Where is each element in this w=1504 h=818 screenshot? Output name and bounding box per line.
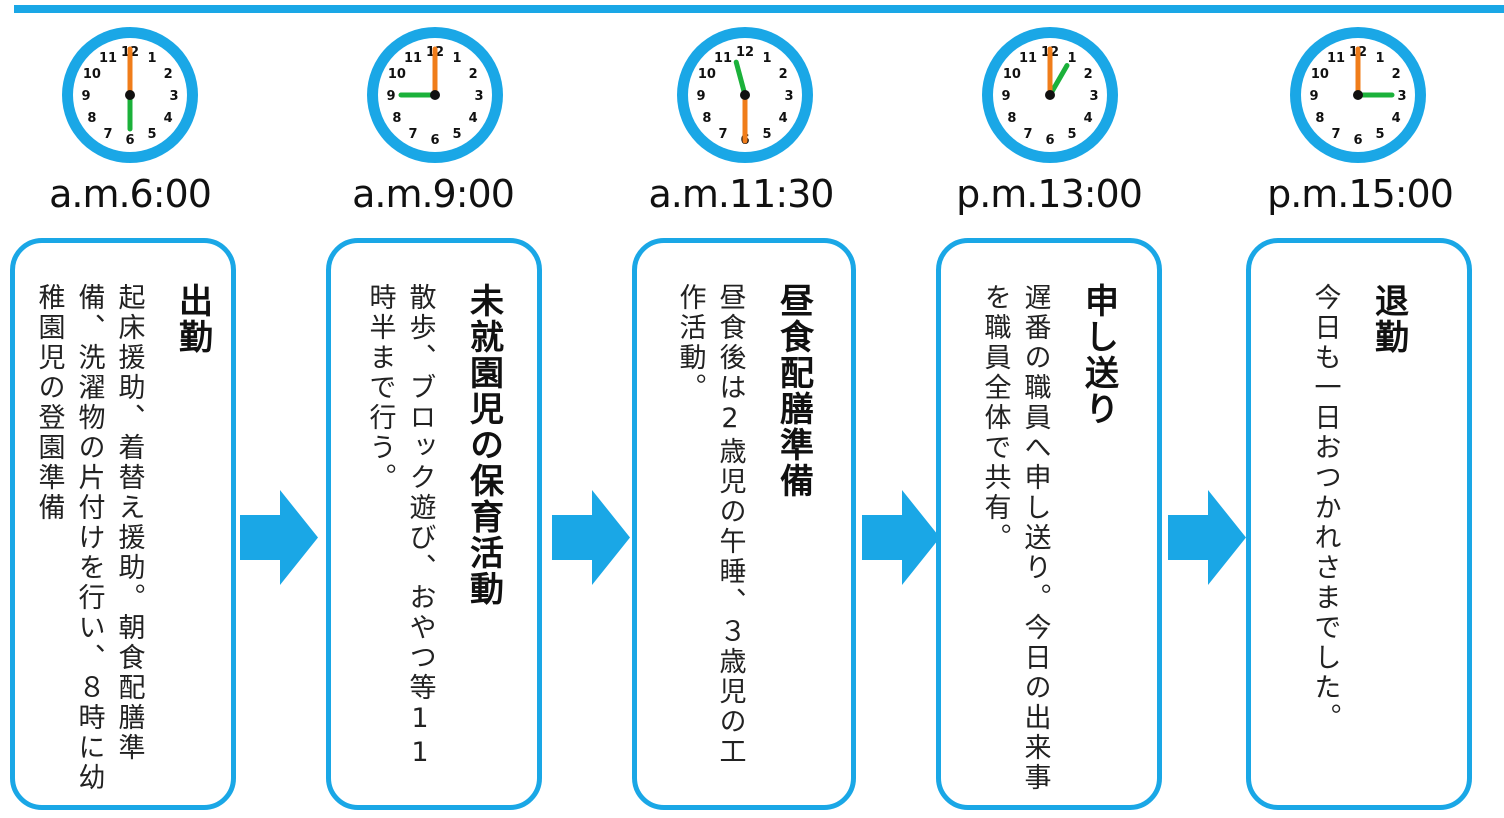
clock-numeral: 11 — [1327, 51, 1345, 66]
clock-numeral: 1 — [762, 51, 771, 66]
clock-pivot — [1045, 90, 1055, 100]
time-label: a.m.9:00 — [352, 172, 515, 216]
card-title: 出勤 — [172, 283, 213, 355]
clock-numeral: 11 — [1019, 51, 1037, 66]
clock-numeral: 3 — [169, 89, 178, 104]
arrow-right-icon — [552, 490, 630, 585]
clock-numeral: 1 — [1067, 51, 1076, 66]
clock-numeral: 3 — [1397, 89, 1406, 104]
clock-numeral: 8 — [87, 111, 96, 126]
clock-numeral: 6 — [1353, 133, 1362, 148]
clock-numeral: 10 — [698, 67, 716, 82]
clock-icon: 121234567891011 — [62, 27, 198, 163]
card-title: 退勤 — [1368, 283, 1409, 355]
clock-pivot — [430, 90, 440, 100]
arrow-right-icon — [240, 490, 318, 585]
time-label: p.m.13:00 — [956, 172, 1143, 216]
clock-numeral: 5 — [147, 127, 156, 142]
clock-numeral: 8 — [392, 111, 401, 126]
clock-numeral: 10 — [388, 67, 406, 82]
clock-numeral: 4 — [1392, 111, 1401, 126]
clock-numeral: 11 — [714, 51, 732, 66]
clock-numeral: 3 — [1089, 89, 1098, 104]
clock-numeral: 5 — [762, 127, 771, 142]
clock-numeral: 7 — [1023, 127, 1032, 142]
card-title: 申し送り — [1078, 283, 1119, 427]
time-label: a.m.11:30 — [648, 172, 835, 216]
clock-numeral: 2 — [1392, 67, 1401, 82]
schedule-card: 未就園児の保育活動 散歩、ブロック遊び、おやつ等11時半まで行う。 — [326, 238, 542, 810]
clock-numeral: 8 — [1007, 111, 1016, 126]
card-body: 遅番の職員へ申し送り。今日の出来事を職員全体で共有。 — [979, 283, 1051, 793]
hour-hand — [1047, 63, 1070, 98]
clock-numeral: 2 — [469, 67, 478, 82]
clock-numeral: 10 — [1003, 67, 1021, 82]
card-body: 昼食後は2歳児の午睡、３歳児の工作活動。 — [674, 283, 746, 767]
clock-numeral: 9 — [386, 89, 395, 104]
clock-numeral: 8 — [1315, 111, 1324, 126]
schedule-card: 申し送り 遅番の職員へ申し送り。今日の出来事を職員全体で共有。 — [936, 238, 1162, 810]
clock-icon: 121234567891011 — [982, 27, 1118, 163]
time-label: a.m.6:00 — [49, 172, 212, 216]
schedule-card: 出勤 起床援助、着替え援助。朝食配膳準備、洗濯物の片付けを行い、８時に幼稚園児の… — [10, 238, 236, 810]
clock-numeral: 4 — [1084, 111, 1093, 126]
clock-numeral: 4 — [469, 111, 478, 126]
clock-numeral: 9 — [81, 89, 90, 104]
clock-numeral: 2 — [779, 67, 788, 82]
card-title: 未就園児の保育活動 — [463, 283, 504, 607]
clock-numeral: 11 — [404, 51, 422, 66]
clock-numeral: 2 — [1084, 67, 1093, 82]
clock-numeral: 6 — [1045, 133, 1054, 148]
time-label: p.m.15:00 — [1267, 172, 1454, 216]
clock-numeral: 7 — [718, 127, 727, 142]
clock-numeral: 9 — [696, 89, 705, 104]
card-title: 昼食配膳準備 — [773, 283, 814, 499]
clock-numeral: 7 — [103, 127, 112, 142]
clock-numeral: 8 — [702, 111, 711, 126]
clock-numeral: 1 — [1375, 51, 1384, 66]
clock-numeral: 1 — [147, 51, 156, 66]
clock-numeral: 3 — [784, 89, 793, 104]
clock-numeral: 7 — [1331, 127, 1340, 142]
clock-numeral: 4 — [779, 111, 788, 126]
clock-numeral: 5 — [1375, 127, 1384, 142]
schedule-card: 昼食配膳準備 昼食後は2歳児の午睡、３歳児の工作活動。 — [632, 238, 856, 810]
clock-pivot — [125, 90, 135, 100]
card-body: 今日も一日おつかれさまでした。 — [1309, 283, 1341, 733]
arrow-right-icon — [1168, 490, 1246, 585]
clock-numeral: 5 — [452, 127, 461, 142]
clock-numeral: 9 — [1309, 89, 1318, 104]
clock-numeral: 10 — [83, 67, 101, 82]
clock-numeral: 6 — [125, 133, 134, 148]
clock-numeral: 5 — [1067, 127, 1076, 142]
clock-icon: 121234567891011 — [367, 27, 503, 163]
clock-numeral: 10 — [1311, 67, 1329, 82]
card-body: 起床援助、着替え援助。朝食配膳準備、洗濯物の片付けを行い、８時に幼稚園児の登園準… — [33, 283, 145, 793]
clock-pivot — [740, 90, 750, 100]
clock-pivot — [1353, 90, 1363, 100]
clock-numeral: 1 — [452, 51, 461, 66]
schedule-card: 退勤 今日も一日おつかれさまでした。 — [1246, 238, 1472, 810]
clock-numeral: 9 — [1001, 89, 1010, 104]
clock-numeral: 2 — [164, 67, 173, 82]
arrow-right-icon — [862, 490, 940, 585]
clock-icon: 121234567891011 — [677, 27, 813, 163]
clock-numeral: 6 — [430, 133, 439, 148]
clock-numeral: 7 — [408, 127, 417, 142]
top-rule — [14, 5, 1504, 13]
clock-numeral: 3 — [474, 89, 483, 104]
hour-hand — [733, 59, 748, 98]
card-body: 散歩、ブロック遊び、おやつ等11時半まで行う。 — [364, 283, 436, 771]
clock-numeral: 12 — [736, 45, 754, 60]
clock-icon: 121234567891011 — [1290, 27, 1426, 163]
clock-numeral: 4 — [164, 111, 173, 126]
clock-numeral: 11 — [99, 51, 117, 66]
